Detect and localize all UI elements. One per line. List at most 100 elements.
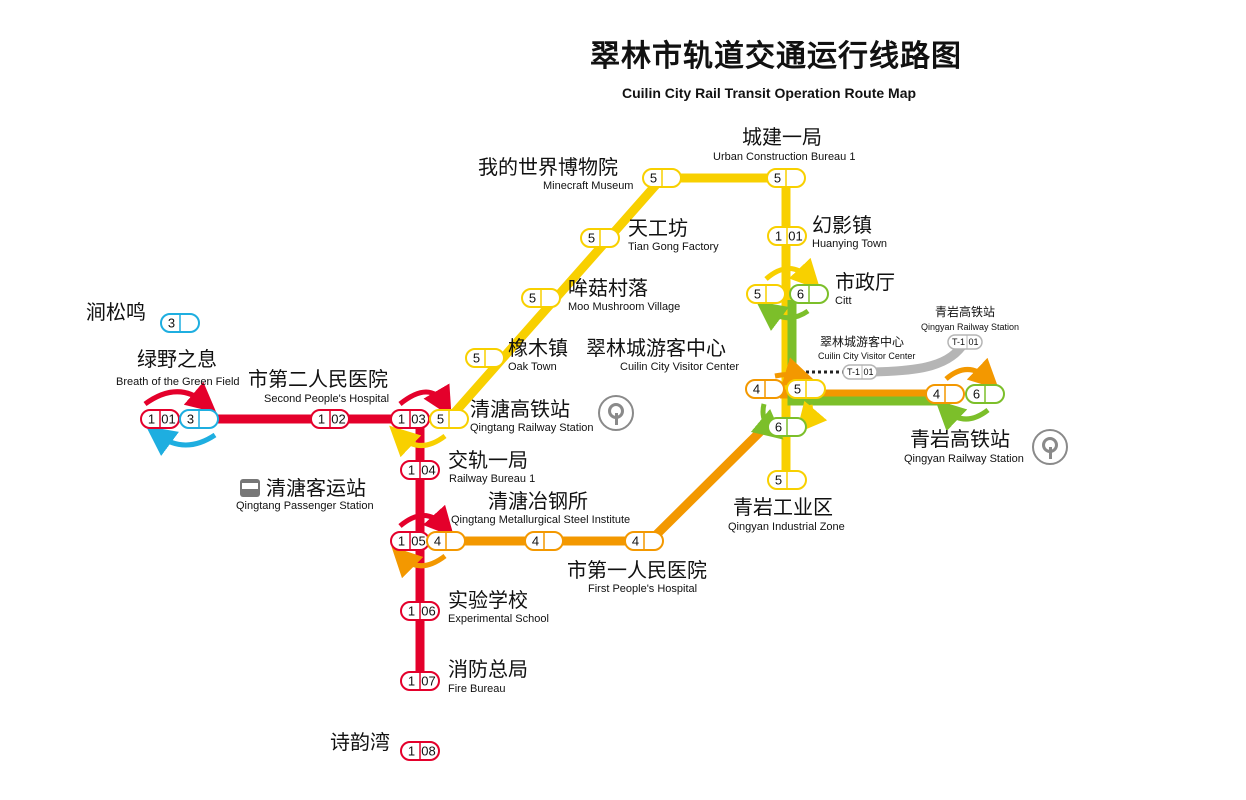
line-6 — [787, 300, 950, 406]
badge-station-code: 07 — [421, 674, 435, 689]
station-badge[interactable]: 1 04 — [400, 460, 440, 480]
line-5 — [445, 173, 791, 480]
badge-line-number: 5 — [650, 171, 657, 186]
badge-line-number: 4 — [632, 534, 639, 549]
transfer-arrow — [764, 257, 821, 290]
badge-line-number: 5 — [437, 412, 444, 427]
badge-line-number: 1 — [398, 412, 405, 427]
badge-line-number: 5 — [588, 231, 595, 246]
station-name-zh: 橡木镇 — [508, 336, 568, 360]
station-name-en: Qingtang Passenger Station — [236, 500, 374, 512]
station-badge[interactable]: 5 — [767, 470, 807, 490]
station-badge[interactable]: 4 — [745, 379, 785, 399]
badge-line-number: 4 — [434, 534, 441, 549]
transfer-arrow — [774, 357, 815, 387]
station-badge[interactable]: 1 02 — [310, 409, 350, 429]
station-name-zh: 幻影镇 — [812, 213, 872, 237]
badge-outline — [947, 334, 983, 350]
transfer-arrow — [398, 383, 452, 417]
station-badge[interactable]: 5 — [746, 284, 786, 304]
station-badge[interactable]: 1 01 — [140, 409, 180, 429]
badge-line-number: 1 — [775, 229, 782, 244]
station-name-zh: 清溏冶钢所 — [488, 489, 588, 513]
station-badge[interactable]: 3 — [160, 313, 200, 333]
station-name-zh: 清溏高铁站 — [470, 397, 570, 421]
station-name-zh: 市第二人民医院 — [248, 367, 388, 391]
badge-station-code: 02 — [331, 412, 345, 427]
station-badge[interactable]: 6 — [965, 384, 1005, 404]
station-name-en: Experimental School — [448, 613, 549, 625]
station-badge[interactable]: 5 — [642, 168, 682, 188]
station-name-zh: 交轨一局 — [448, 448, 528, 472]
badge-line-number: 5 — [529, 291, 536, 306]
badge-line-number: 3 — [168, 316, 175, 331]
badge-line-number: 4 — [753, 382, 760, 397]
badge-outline — [842, 364, 878, 380]
station-name-zh: 翠林城游客中心 — [820, 335, 905, 349]
station-badge[interactable]: 1 03 — [390, 409, 430, 429]
station-badge[interactable]: 4 — [925, 384, 965, 404]
station-badge[interactable]: 1 08 — [400, 741, 440, 761]
station-name-zh: 消防总局 — [448, 657, 528, 681]
transfer-arrow — [935, 399, 990, 432]
railway-station-icon — [1032, 429, 1068, 465]
station-name-zh: 我的世界博物院 — [478, 155, 618, 179]
station-name-en: Cuilin City Visitor Center — [620, 361, 740, 373]
badge-line-number: 4 — [933, 387, 940, 402]
railway-station-icon — [598, 395, 634, 431]
badge-station-code: 03 — [411, 412, 425, 427]
transfer-arrow — [389, 425, 447, 458]
transfer-arrow — [755, 301, 810, 331]
station-name-zh: 翠林城游客中心 — [586, 336, 726, 360]
badge-station-code: 01 — [788, 229, 802, 244]
station-badge[interactable]: 4 — [624, 531, 664, 551]
station-name-zh: 绿野之息 — [137, 347, 217, 371]
badge-line-number: T-1 — [952, 337, 965, 347]
bus-icon — [240, 479, 260, 497]
station-name-zh: 诗韵湾 — [330, 730, 390, 754]
station-badge[interactable]: 5 — [786, 379, 826, 399]
transfer-arrow — [145, 426, 217, 456]
station-badge[interactable]: 6 — [767, 417, 807, 437]
badge-line-number: 1 — [408, 744, 415, 759]
badge-line-number: 1 — [318, 412, 325, 427]
station-name-zh: 城建一局 — [742, 125, 822, 149]
badge-line-number: 1 — [148, 412, 155, 427]
station-badge[interactable]: 5 — [580, 228, 620, 248]
station-name-en: Qingyan Railway Station — [921, 322, 1020, 332]
station-badge[interactable]: 6 — [789, 284, 829, 304]
station-badge[interactable]: 1 01 — [767, 226, 807, 246]
badge-line-number: 6 — [973, 387, 980, 402]
station-name-zh: 涧松鸣 — [86, 300, 146, 324]
badge-line-number: 6 — [797, 287, 804, 302]
badge-station-code: 04 — [421, 463, 435, 478]
station-badge[interactable]: 5 — [429, 409, 469, 429]
badge-line-number: 5 — [754, 287, 761, 302]
badge-station-code: 01 — [161, 412, 175, 427]
station-badge[interactable]: 4 — [426, 531, 466, 551]
station-badge[interactable]: 4 — [524, 531, 564, 551]
station-name-en: First People's Hospital — [588, 583, 698, 595]
station-name-zh: 市政厅 — [835, 270, 895, 294]
station-badge[interactable]: 5 — [465, 348, 505, 368]
station-name-en: Huanying Town — [812, 238, 888, 250]
station-name-zh: 青岩高铁站 — [910, 427, 1010, 451]
badge-line-number: 3 — [187, 412, 194, 427]
station-name-en: Breath of the Green Field — [116, 376, 240, 388]
badge-station-code: 01 — [863, 367, 873, 377]
station-badge[interactable]: 5 — [766, 168, 806, 188]
station-badge[interactable]: 5 — [521, 288, 561, 308]
badge-station-code: 08 — [421, 744, 435, 759]
station-badge[interactable]: 3 — [179, 409, 219, 429]
transfer-arrow — [398, 504, 455, 538]
transfer-arrow — [391, 546, 447, 579]
badge-line-number: 4 — [532, 534, 539, 549]
badge-line-number: 1 — [408, 463, 415, 478]
transfer-arrow — [796, 400, 828, 434]
station-name-zh: 实验学校 — [448, 588, 528, 612]
